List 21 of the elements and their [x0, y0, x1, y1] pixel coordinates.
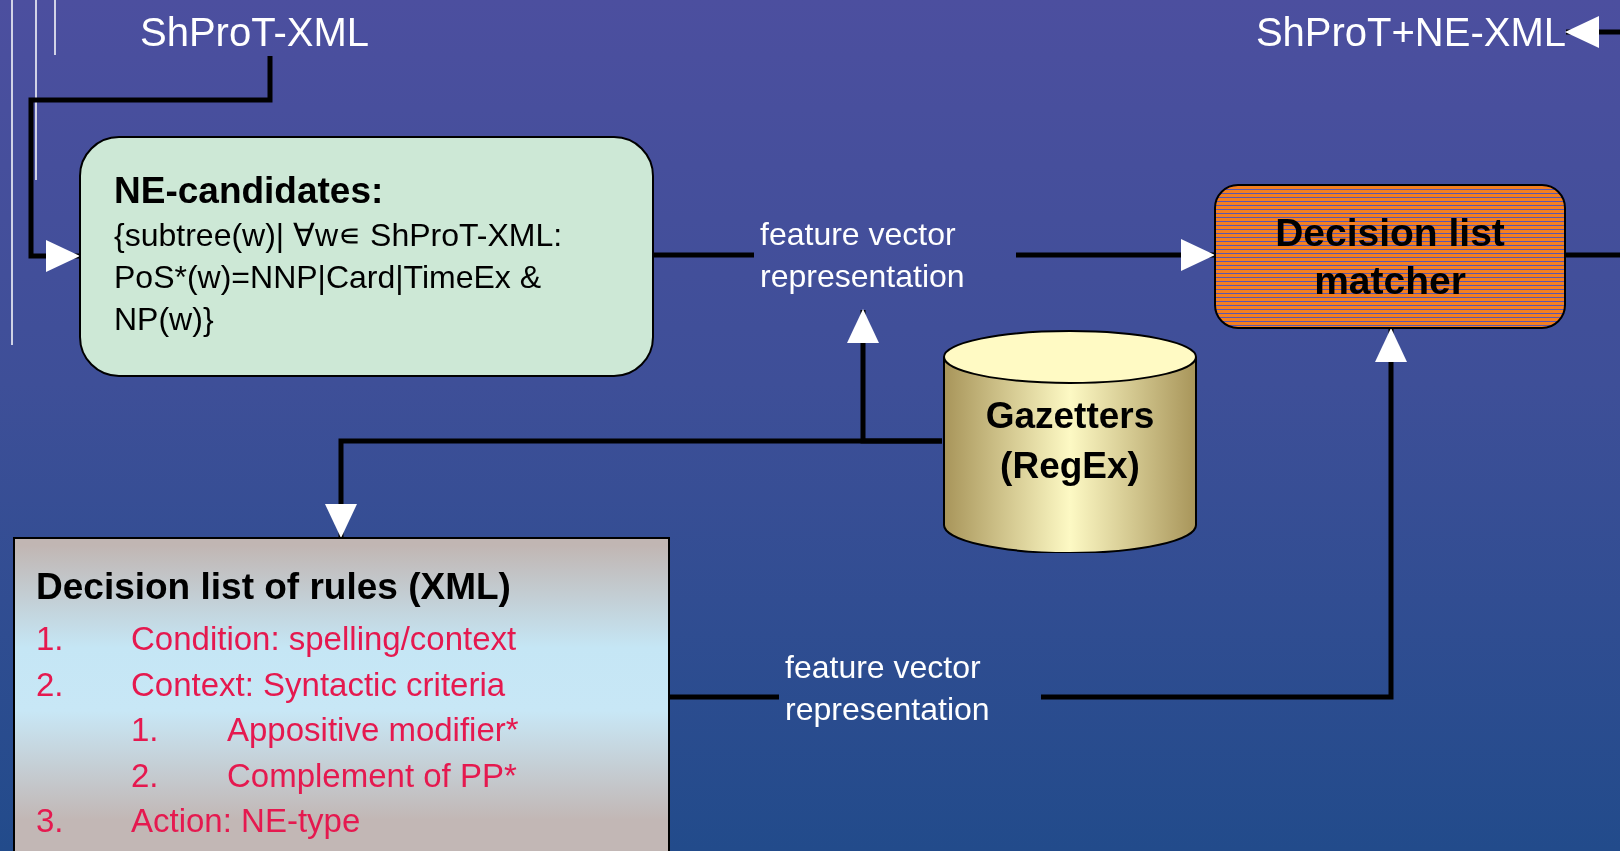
connector-arrow [28, 56, 273, 272]
list-item: Complement of PP* [227, 756, 517, 796]
connector-arrow [1565, 16, 1620, 48]
box-text: {subtree(w)| ∀w∊ ShProT-XML: PoS*(w)=NNP|Card|TimeEx & NP(w)} [114, 216, 564, 339]
list-number: 3. [36, 801, 64, 841]
list-number: 2. [36, 665, 64, 705]
rules-panel [13, 537, 670, 851]
list-item: Appositive modifier* [227, 710, 519, 750]
list-item: Condition: spelling/context [131, 619, 517, 659]
list-item: Context: Syntactic criteria [131, 665, 506, 705]
list-item: Action: NE-type [131, 801, 361, 841]
data-label: ShProT+NE-XML [1200, 8, 1566, 56]
list-number: 2. [131, 756, 159, 796]
connector-arrow [325, 438, 942, 538]
box-heading: NE-candidates: [114, 169, 385, 213]
list-number: 1. [36, 619, 64, 659]
box-heading: Gazetters (RegEx) [984, 394, 1156, 488]
data-label: ShProT-XML [140, 8, 400, 56]
panel-heading: Decision list of rules (XML) [36, 565, 511, 609]
process-box [79, 136, 654, 377]
list-number: 1. [131, 710, 159, 750]
